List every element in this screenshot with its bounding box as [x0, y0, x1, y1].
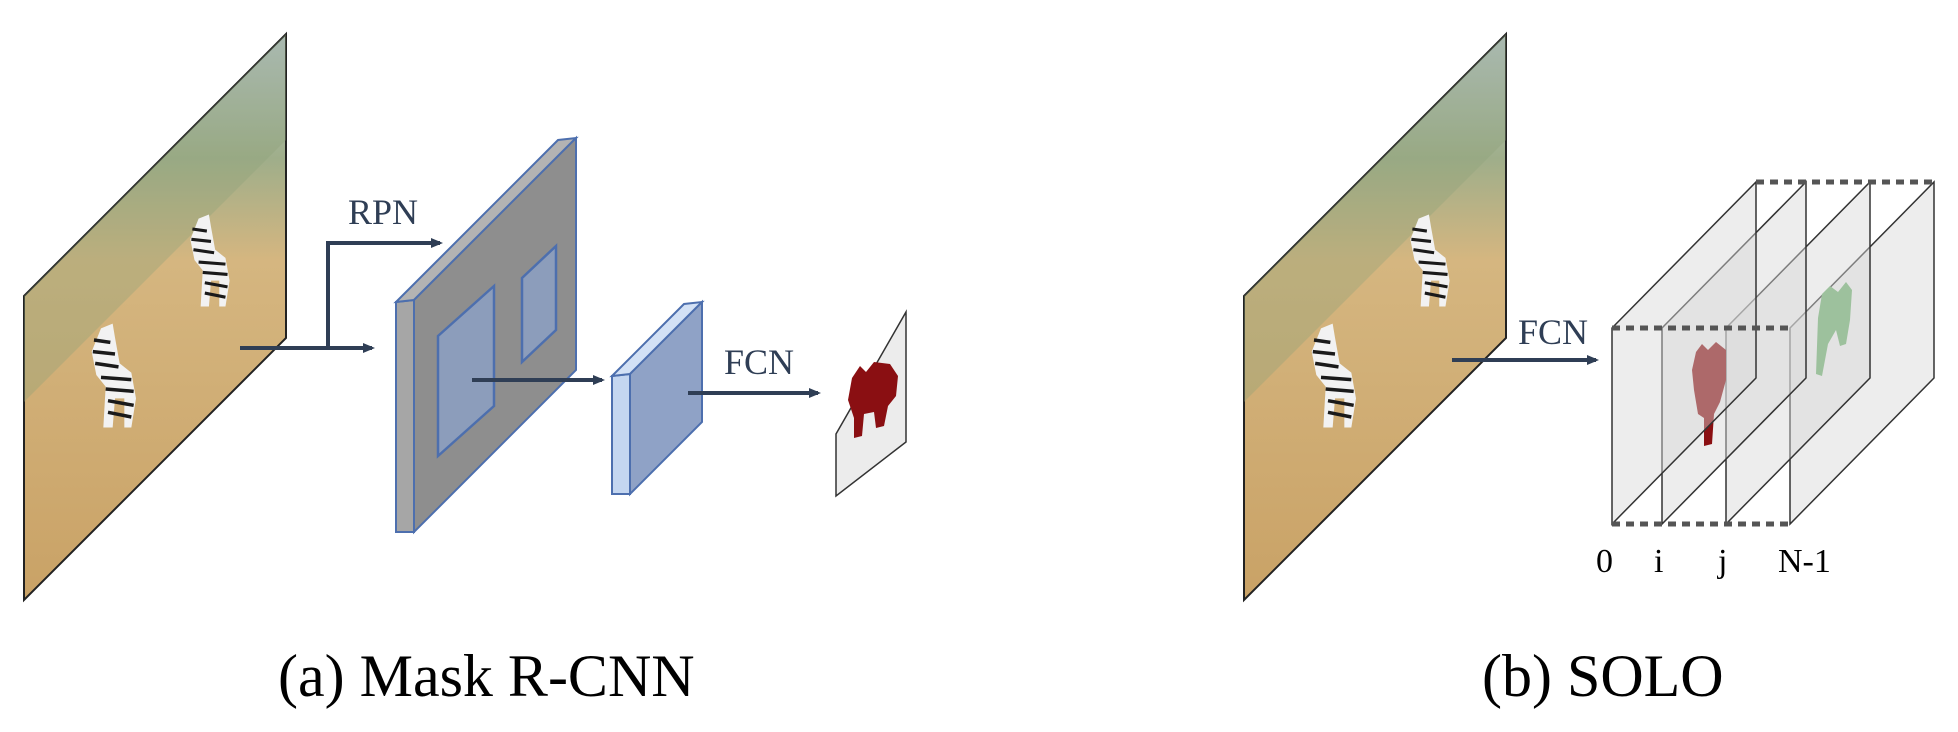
green-mask-icon — [1816, 282, 1852, 376]
roi-region-small — [520, 243, 558, 365]
roi-region-large — [436, 283, 496, 459]
plane-i — [1661, 180, 1807, 526]
channel-label-i: i — [1654, 543, 1663, 580]
input-image-b — [1243, 31, 1507, 603]
rpn-label: RPN — [348, 192, 418, 232]
fcn-label-b: FCN — [1518, 312, 1588, 352]
output-mask-a — [835, 309, 907, 498]
feature-map-box — [393, 135, 579, 535]
channel-label-n-1: N-1 — [1778, 543, 1831, 580]
fcn-label-a: FCN — [724, 342, 794, 382]
red-mask-icon — [848, 362, 898, 438]
channel-label-0: 0 — [1596, 543, 1613, 580]
panel-a: RPN FCN (a) Mask R-CNN — [23, 31, 907, 709]
caption-b: (b) SOLO — [1482, 643, 1724, 709]
channel-labels: 0 i j N-1 — [1596, 543, 1831, 580]
input-image-a — [23, 31, 287, 603]
panel-b: FCN 0 i j N-1 (b) SOLO — [1243, 31, 1935, 709]
caption-a: (a) Mask R-CNN — [278, 643, 695, 709]
channel-label-j: j — [1717, 543, 1727, 580]
output-planes — [1611, 179, 1935, 527]
plane-0 — [1611, 180, 1757, 526]
arrow-rpn-branch — [326, 238, 443, 348]
roi-head-box — [609, 299, 705, 497]
red-mask-icon — [1692, 342, 1726, 446]
